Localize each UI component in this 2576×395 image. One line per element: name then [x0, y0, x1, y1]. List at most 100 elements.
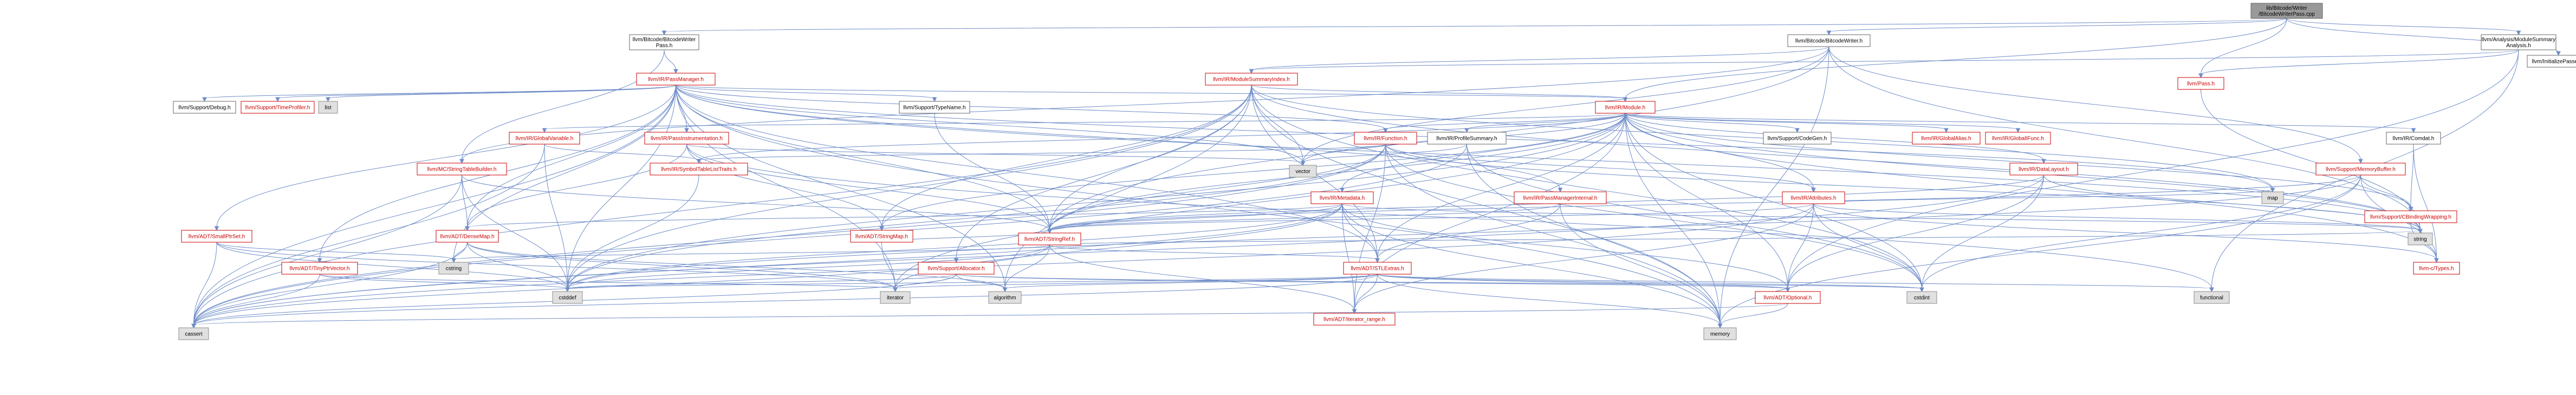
node-profsum[interactable]: llvm/IR/ProfileSummary.h	[1427, 132, 1507, 145]
node-debug[interactable]: llvm/Support/Debug.h	[173, 101, 236, 114]
node-label: /BitcodeWriterPass.cpp	[2259, 11, 2315, 17]
node-densemap[interactable]: llvm/ADT/DenseMap.h	[436, 230, 499, 243]
node-dlayout[interactable]: llvm/IR/DataLayout.h	[2009, 163, 2078, 176]
edge-line	[1302, 46, 1829, 163]
edge-line	[1251, 85, 1303, 163]
node-iterator[interactable]: iterator	[880, 291, 911, 304]
edge-line	[1625, 113, 1946, 130]
node-function[interactable]: llvm/IR/Function.h	[1354, 132, 1417, 145]
edge-arrowhead	[2434, 258, 2439, 263]
node-stringref[interactable]: llvm/ADT/StringRef.h	[1018, 232, 1081, 245]
node-module[interactable]: llvm/IR/Module.h	[1595, 101, 1656, 114]
node-allocator[interactable]: llvm/Support/Allocator.h	[918, 262, 995, 275]
node-comdat[interactable]: llvm/IR/Comdat.h	[2386, 132, 2441, 145]
node-memb[interactable]: llvm/Support/MemoryBuffer.h	[2315, 163, 2406, 176]
edge-line	[567, 85, 676, 289]
edge-line	[467, 144, 687, 228]
edge-line	[895, 203, 1342, 289]
edge-line	[698, 113, 1626, 161]
node-cstddef[interactable]: cstddef	[552, 291, 583, 304]
node-label: llvm/Support/CodeGen.h	[1768, 136, 1827, 142]
node-memory[interactable]: memory	[1703, 327, 1737, 340]
node-ctypes[interactable]: llvm-c/Types.h	[2413, 262, 2460, 275]
dependency-edge	[451, 244, 1050, 263]
edge-line	[277, 85, 676, 99]
edge-line	[2043, 174, 2421, 231]
node-timep[interactable]: llvm/Support/TimeProfiler.h	[241, 101, 315, 114]
edge-line	[467, 85, 676, 228]
node-map[interactable]: map	[2261, 191, 2284, 204]
node-cstring[interactable]: cstring	[438, 262, 469, 275]
node-codegen[interactable]: llvm/Support/CodeGen.h	[1763, 132, 1832, 145]
dependency-edge	[1377, 274, 2214, 293]
node-itrange[interactable]: llvm/ADT/iterator_range.h	[1313, 313, 1396, 326]
node-list[interactable]: list	[318, 101, 338, 114]
node-pass[interactable]: llvm/Pass.h	[2177, 77, 2224, 90]
dependency-edge	[1625, 113, 2021, 133]
dependency-edge	[1919, 174, 2044, 293]
edge-line	[193, 174, 462, 326]
node-algorithm[interactable]: algorithm	[988, 291, 1022, 304]
node-tinyptr[interactable]: llvm/ADT/TinyPtrVector.h	[281, 262, 358, 275]
node-gifunc[interactable]: llvm/IR/GlobalIFunc.h	[1985, 132, 2051, 145]
node-gvar[interactable]: llvm/IR/GlobalVariable.h	[509, 132, 580, 145]
node-label: llvm/MC/StringTableBuilder.h	[427, 167, 497, 173]
node-label: cstddef	[559, 295, 576, 301]
node-functional[interactable]: functional	[2194, 291, 2230, 304]
edge-line	[193, 144, 545, 326]
node-label: llvm/Support/TimeProfiler.h	[245, 105, 310, 111]
edge-arrowhead	[696, 159, 702, 164]
edge-line	[328, 85, 676, 99]
edge-arrowhead	[2270, 187, 2275, 193]
edge-line	[1377, 274, 2212, 289]
node-pm[interactable]: llvm/IR/PassManager.h	[636, 73, 716, 86]
node-cstdint[interactable]: cstdint	[1906, 291, 1937, 304]
node-box	[318, 101, 338, 114]
node-passinst[interactable]: llvm/IR/PassInstrumentation.h	[644, 132, 729, 145]
node-stringmap[interactable]: llvm/ADT/StringMap.h	[850, 230, 913, 243]
edge-line	[1342, 203, 1788, 289]
edge-line	[1377, 274, 1721, 326]
edge-arrowhead	[275, 97, 280, 102]
node-label: functional	[2200, 295, 2223, 301]
edge-line	[1251, 85, 1626, 99]
dependency-edge	[191, 144, 1386, 329]
node-metadata[interactable]: llvm/IR/Metadata.h	[1310, 191, 1374, 204]
node-label: iterator	[887, 295, 904, 301]
node-symtab[interactable]: llvm/IR/SymbolTableListTraits.h	[650, 163, 748, 176]
node-stlextras[interactable]: llvm/ADT/STLExtras.h	[1343, 262, 1412, 275]
node-bw[interactable]: llvm/Bitcode/BitcodeWriter.h	[1787, 34, 1871, 47]
node-label: string	[2413, 237, 2426, 243]
edge-line	[881, 85, 1252, 228]
edge-line	[676, 85, 1303, 163]
dependency-edges	[191, 18, 2561, 329]
node-typename[interactable]: llvm/Support/TypeName.h	[899, 101, 970, 114]
dependency-edge	[2360, 174, 2413, 212]
node-msi[interactable]: llvm/IR/ModuleSummaryIndex.h	[1205, 73, 1298, 86]
edge-line	[193, 244, 1050, 326]
node-attrs[interactable]: llvm/IR/Attributes.h	[1782, 191, 1845, 204]
edge-line	[319, 274, 568, 289]
node-mcstsb[interactable]: llvm/MC/StringTableBuilder.h	[417, 163, 507, 176]
dependency-edge	[465, 203, 1342, 231]
edge-line	[1787, 174, 2044, 289]
node-box	[1763, 132, 1832, 145]
edge-line	[567, 274, 957, 289]
dependency-edge	[462, 174, 470, 231]
edge-line	[676, 85, 935, 99]
node-smallptrset[interactable]: llvm/ADT/SmallPtrSet.h	[181, 230, 252, 243]
node-galias[interactable]: llvm/IR/GlobalAlias.h	[1912, 132, 1981, 145]
edge-line	[1467, 144, 1721, 326]
node-cbw[interactable]: llvm/Support/CBindingWrapping.h	[2364, 210, 2457, 223]
node-string[interactable]: string	[2408, 232, 2433, 245]
dependency-nodes: lib/Bitcode/Writer/BitcodeWriterPass.cpp…	[173, 3, 2576, 340]
edge-arrowhead	[2015, 128, 2021, 133]
edge-line	[1922, 174, 2044, 289]
node-cassert[interactable]: cassert	[178, 327, 209, 340]
node-bwp[interactable]: llvm/Bitcode/BitcodeWriterPass.h	[629, 34, 699, 50]
node-vector[interactable]: vector	[1289, 165, 1317, 178]
node-optional[interactable]: llvm/ADT/Optional.h	[1755, 291, 1821, 304]
node-pmint[interactable]: llvm/IR/PassManagerInternal.h	[1514, 191, 1607, 204]
node-ip[interactable]: llvm/InitializePasses.h	[2527, 55, 2576, 68]
